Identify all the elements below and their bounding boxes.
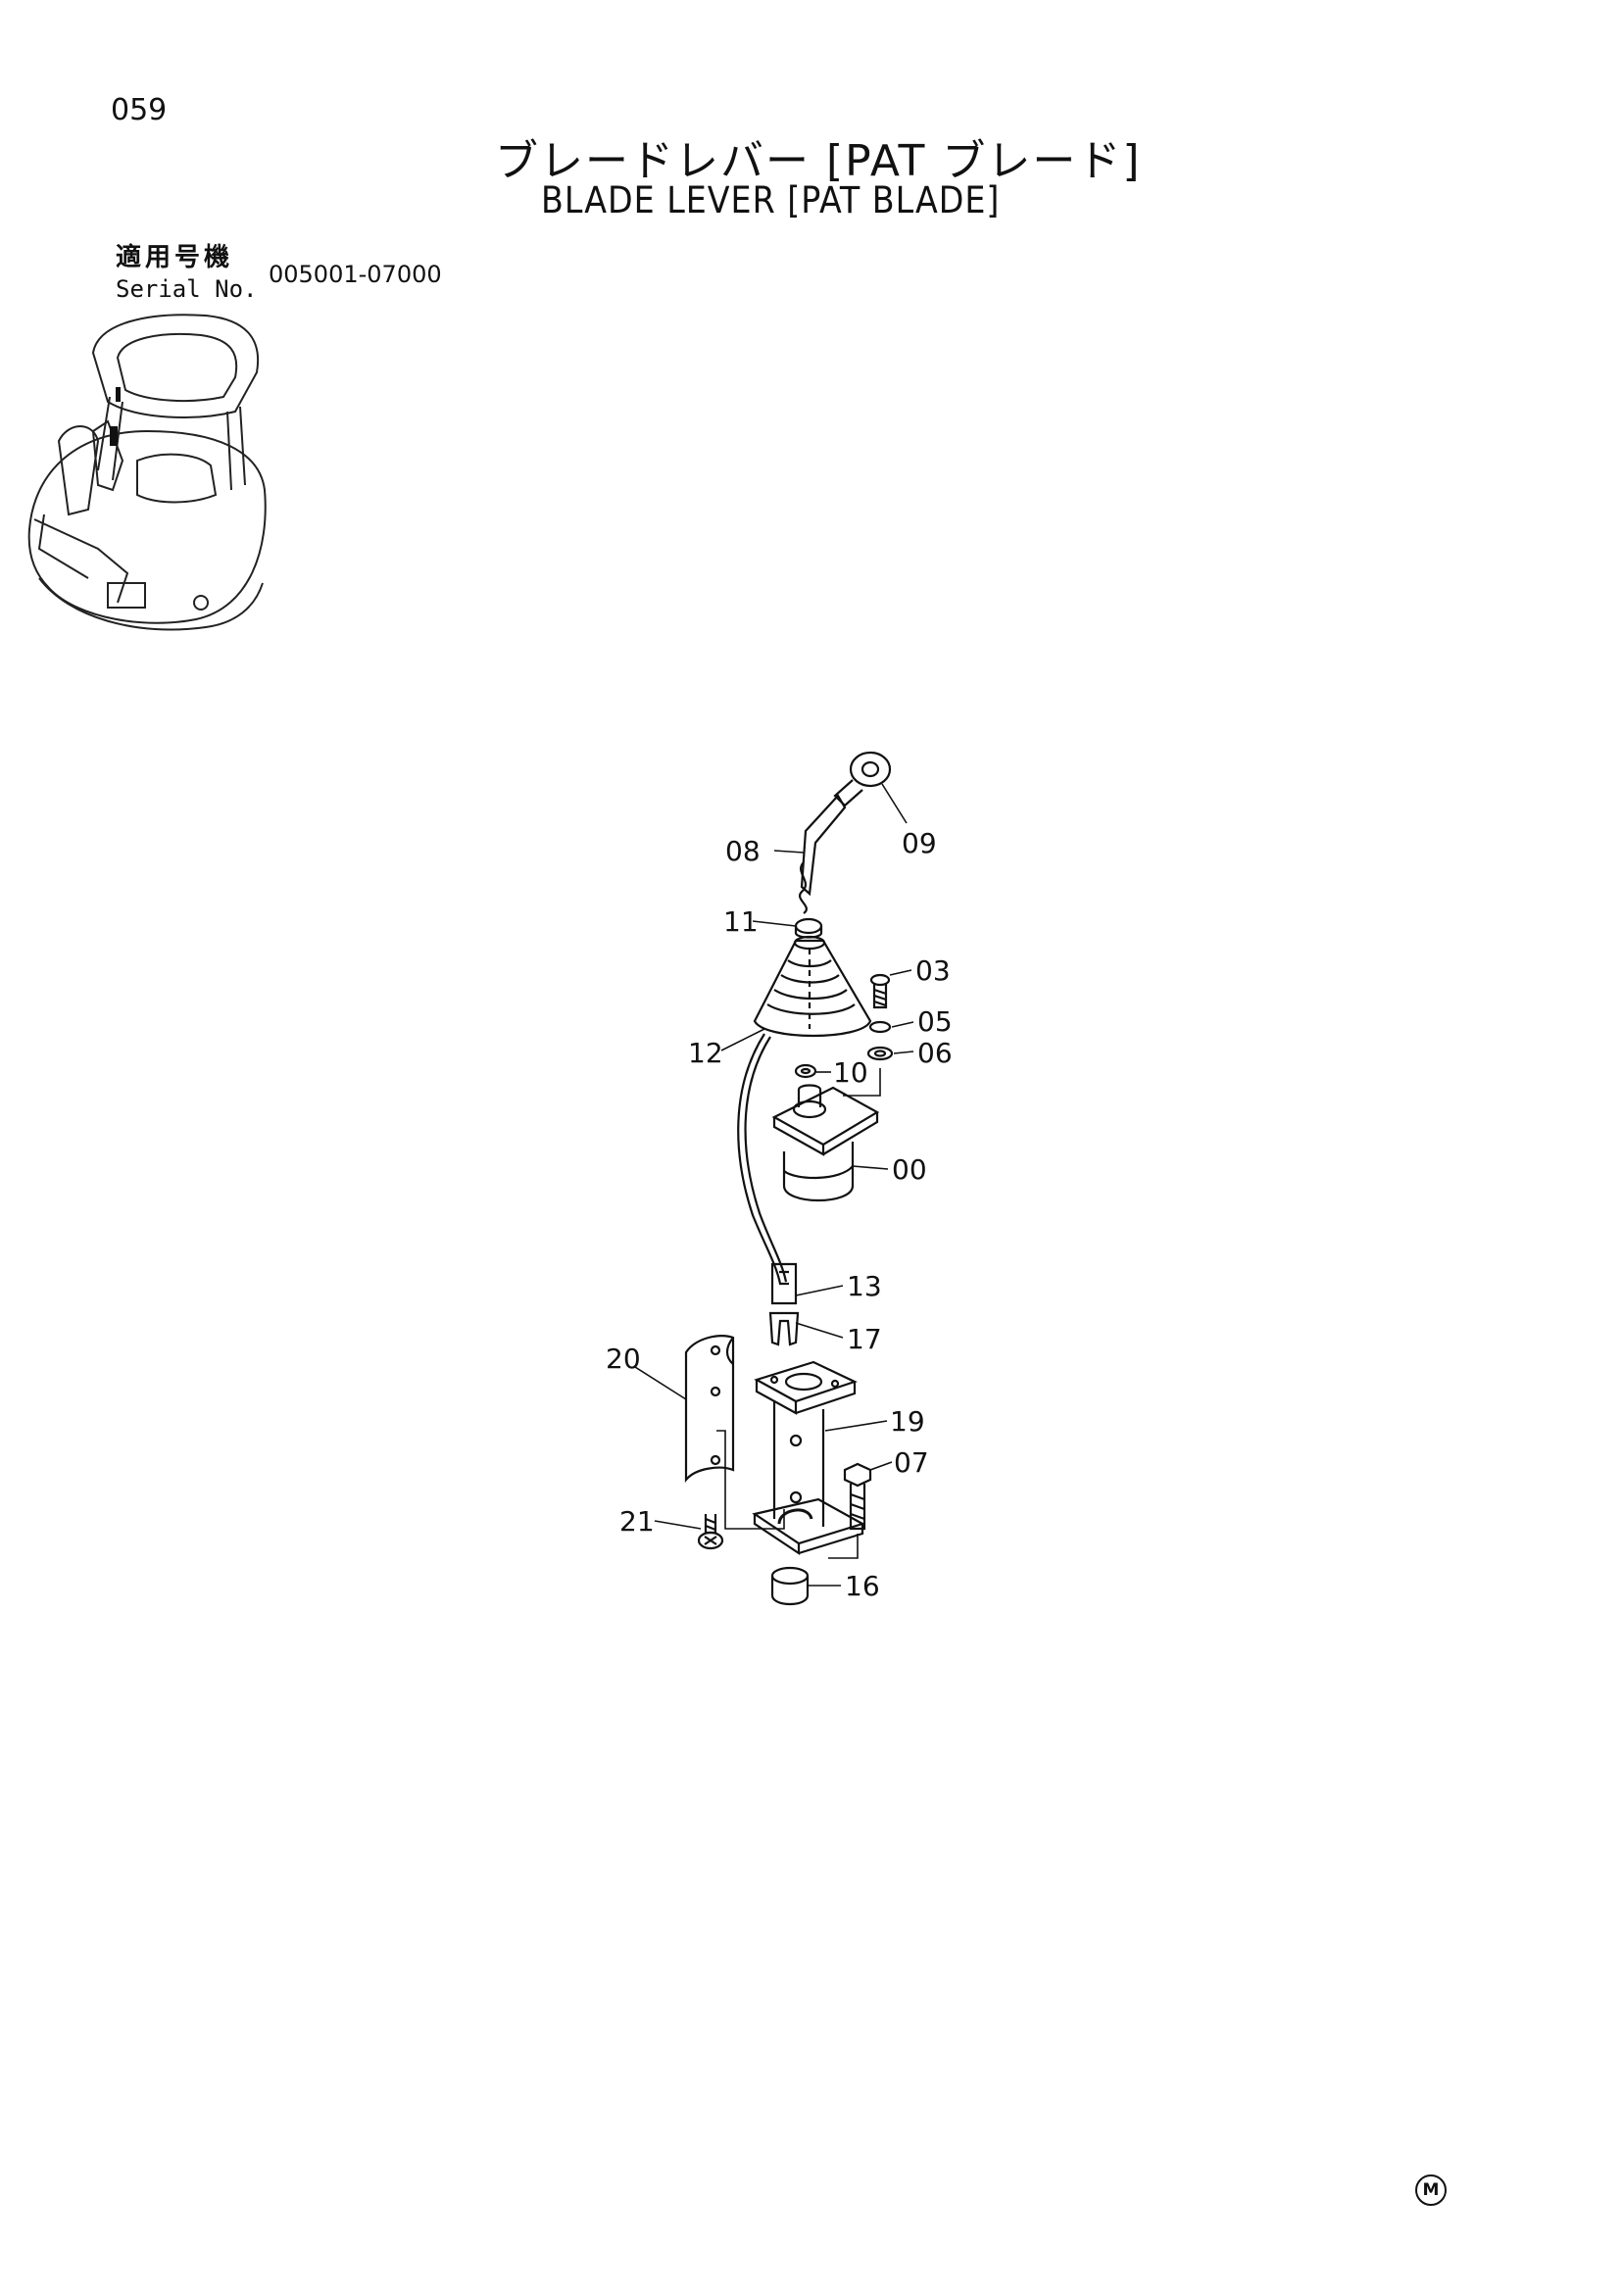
callout-13: 13 xyxy=(847,1270,882,1302)
lever-cover-part xyxy=(684,1335,735,1484)
serial-range: 005001-07000 xyxy=(269,261,442,288)
callout-19: 19 xyxy=(890,1405,925,1438)
bolt-part-03 xyxy=(869,973,891,1009)
lever-console xyxy=(91,419,124,492)
canopy-roof xyxy=(91,314,260,418)
manufacturer-mark: M xyxy=(1415,2174,1447,2206)
page-number: 059 xyxy=(111,93,168,127)
callout-21: 21 xyxy=(619,1505,655,1538)
skirt xyxy=(38,577,264,631)
callout-17: 17 xyxy=(847,1323,882,1355)
callout-08: 08 xyxy=(725,835,761,867)
nut-part xyxy=(794,917,823,939)
control-arm xyxy=(57,425,100,516)
callout-16: 16 xyxy=(845,1570,880,1602)
seat xyxy=(136,453,218,504)
canopy-post-right xyxy=(226,406,246,491)
callout-20: 20 xyxy=(606,1343,641,1375)
callout-12: 12 xyxy=(688,1037,723,1069)
washer-part xyxy=(866,1046,894,1061)
callout-11: 11 xyxy=(723,905,759,938)
clip-band-part xyxy=(768,1311,800,1346)
callout-07: 07 xyxy=(894,1446,929,1479)
cable-clip-part xyxy=(770,1262,798,1305)
small-nut-part xyxy=(794,1063,817,1079)
light xyxy=(193,595,209,611)
rubber-boot-part xyxy=(753,935,872,1038)
callout-06: 06 xyxy=(917,1037,953,1069)
callout-05: 05 xyxy=(917,1005,953,1038)
pilot-valve-part xyxy=(771,1084,880,1201)
lever-part xyxy=(799,794,847,914)
knob-part xyxy=(833,751,892,807)
canopy-roof-inner xyxy=(116,332,238,403)
spring-washer-part xyxy=(868,1020,892,1034)
serial-label-japanese: 適用号機 xyxy=(116,243,234,272)
lever-cable xyxy=(737,1033,782,1285)
callout-03: 03 xyxy=(915,954,951,987)
page-title-english: BLADE LEVER [PAT BLADE] xyxy=(541,179,1001,221)
grommet-part xyxy=(770,1566,810,1606)
serial-label-english: Serial No. xyxy=(116,275,258,303)
callout-10: 10 xyxy=(833,1056,868,1089)
front-panel xyxy=(107,582,146,609)
callout-00: 00 xyxy=(892,1153,927,1186)
screw-part xyxy=(697,1514,724,1550)
callout-09: 09 xyxy=(902,827,937,859)
body-front xyxy=(33,513,129,604)
page-title-japanese: ブレードレバー [PAT ブレード] xyxy=(495,136,1142,186)
lever-bracket-part xyxy=(752,1360,865,1556)
bolt-part-07 xyxy=(843,1462,872,1531)
